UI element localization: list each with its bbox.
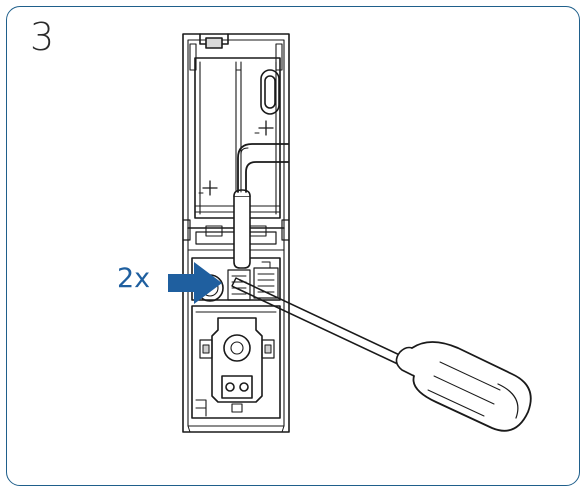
arrow-right-icon <box>168 262 222 304</box>
step-number: 3 <box>30 15 55 59</box>
screwdriver-icon <box>231 277 532 432</box>
repeat-count-label: 2x <box>117 263 151 294</box>
cable <box>233 143 289 269</box>
